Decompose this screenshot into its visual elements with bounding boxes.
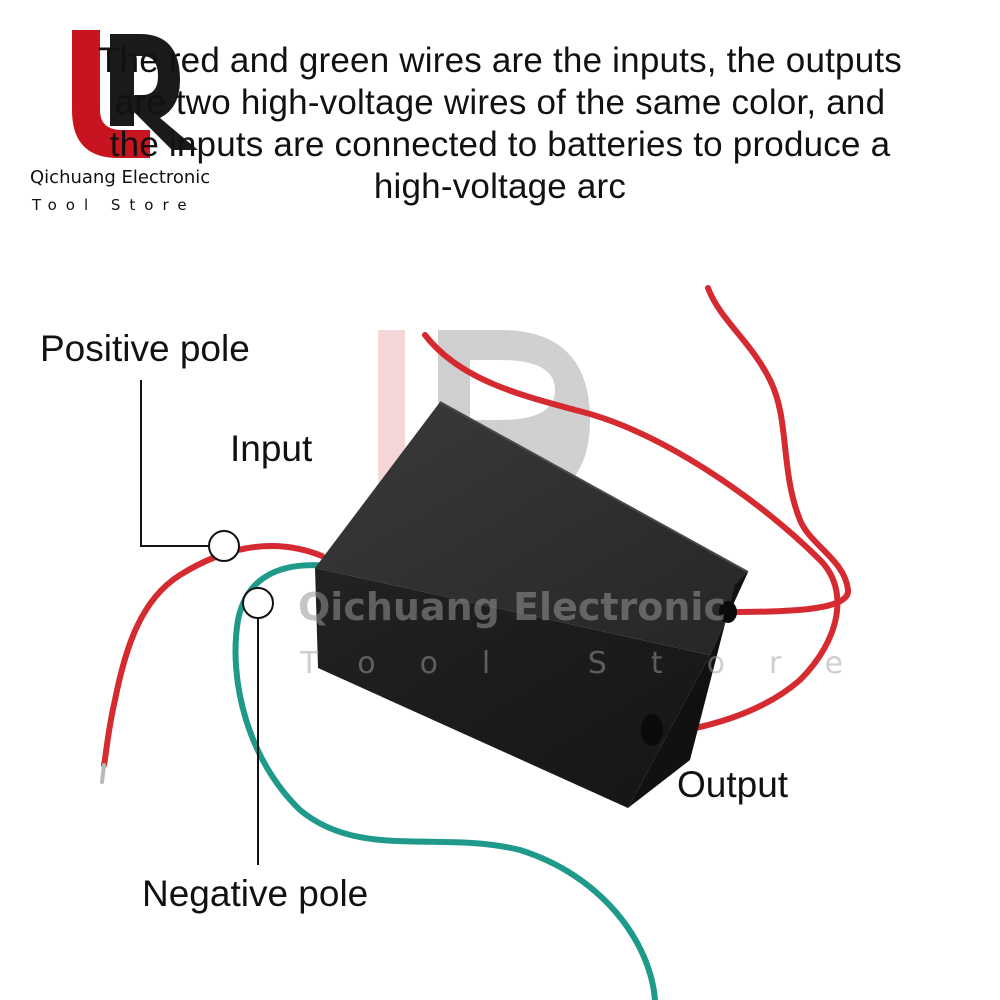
high-voltage-module (315, 401, 749, 808)
output-label: Output (677, 764, 789, 805)
positive-marker (208, 530, 240, 562)
watermark-name: Qichuang Electronic (298, 585, 726, 629)
brand-subtitle: Tool Store (32, 196, 196, 214)
watermark-subtitle: Tool Store (300, 646, 888, 681)
input-label: Input (230, 428, 313, 469)
brand-logo (72, 30, 198, 158)
output-wire-long (705, 285, 851, 615)
wire-tip (100, 763, 106, 784)
headline-line: The red and green wires are the inputs, … (97, 41, 903, 80)
headline-line: high-voltage arc (373, 167, 627, 206)
positive-pole-label: Positive pole (40, 328, 250, 369)
positive-callout-line (140, 380, 210, 547)
output-wire-short (422, 332, 841, 738)
headline: The red and green wires are the inputs, … (40, 40, 960, 208)
positive-input-wire (101, 543, 325, 768)
negative-pole-label: Negative pole (142, 873, 369, 914)
headline-line: are two high-voltage wires of the same c… (114, 83, 886, 122)
negative-marker (242, 587, 274, 619)
brand-name: Qichuang Electronic (30, 167, 211, 188)
headline-line: the inputs are connected to batteries to… (109, 125, 891, 164)
